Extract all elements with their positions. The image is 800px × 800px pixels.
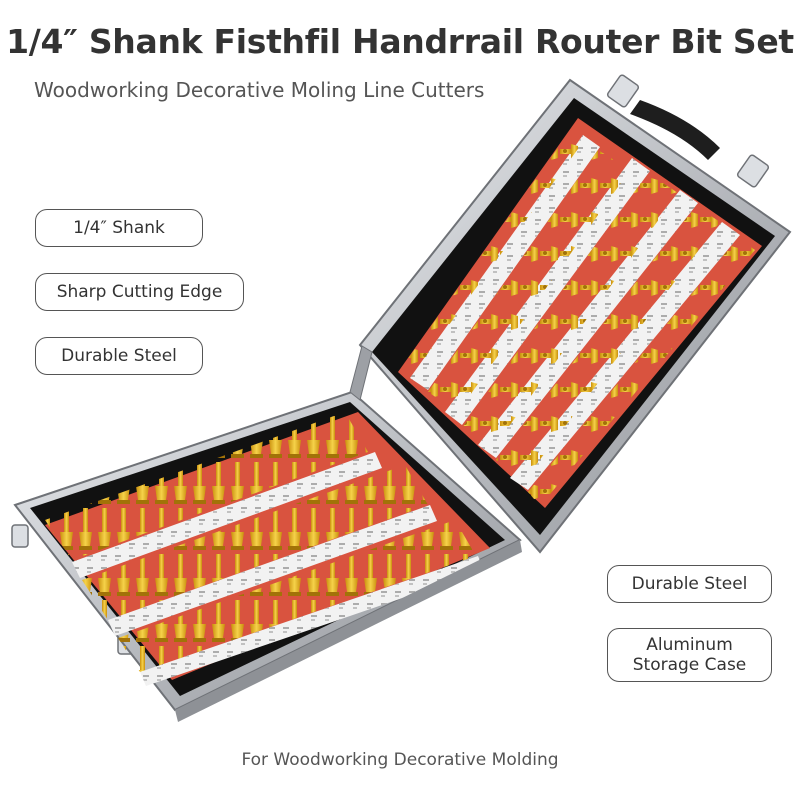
case-bottom: [13, 390, 522, 722]
page-title: 1/4″ Shank Fisthfil Handrrail Router Bit…: [6, 22, 794, 61]
badge-quarter-inch-shank: 1/4″ Shank: [35, 209, 203, 247]
case-lid: [358, 78, 792, 554]
badge-label: Durable Steel: [631, 574, 748, 594]
badge-aluminum-storage-case: Aluminum Storage Case: [607, 628, 772, 682]
badge-label: Durable Steel: [61, 346, 177, 366]
case-handle-icon: [630, 100, 720, 160]
badge-label: Sharp Cutting Edge: [56, 282, 223, 302]
footer-caption: For Woodworking Decorative Molding: [241, 750, 559, 770]
badge-label: 1/4″ Shank: [73, 218, 165, 238]
badge-durable-steel-right: Durable Steel: [607, 565, 772, 603]
case-hinge: [349, 345, 373, 401]
badge-label-line1: Aluminum: [646, 635, 733, 655]
badge-durable-steel-left: Durable Steel: [35, 337, 203, 375]
badge-sharp-cutting-edge: Sharp Cutting Edge: [35, 273, 244, 311]
badge-label-line2: Storage Case: [632, 655, 747, 675]
page-subtitle: Woodworking Decorative Moling Line Cutte…: [34, 78, 485, 102]
